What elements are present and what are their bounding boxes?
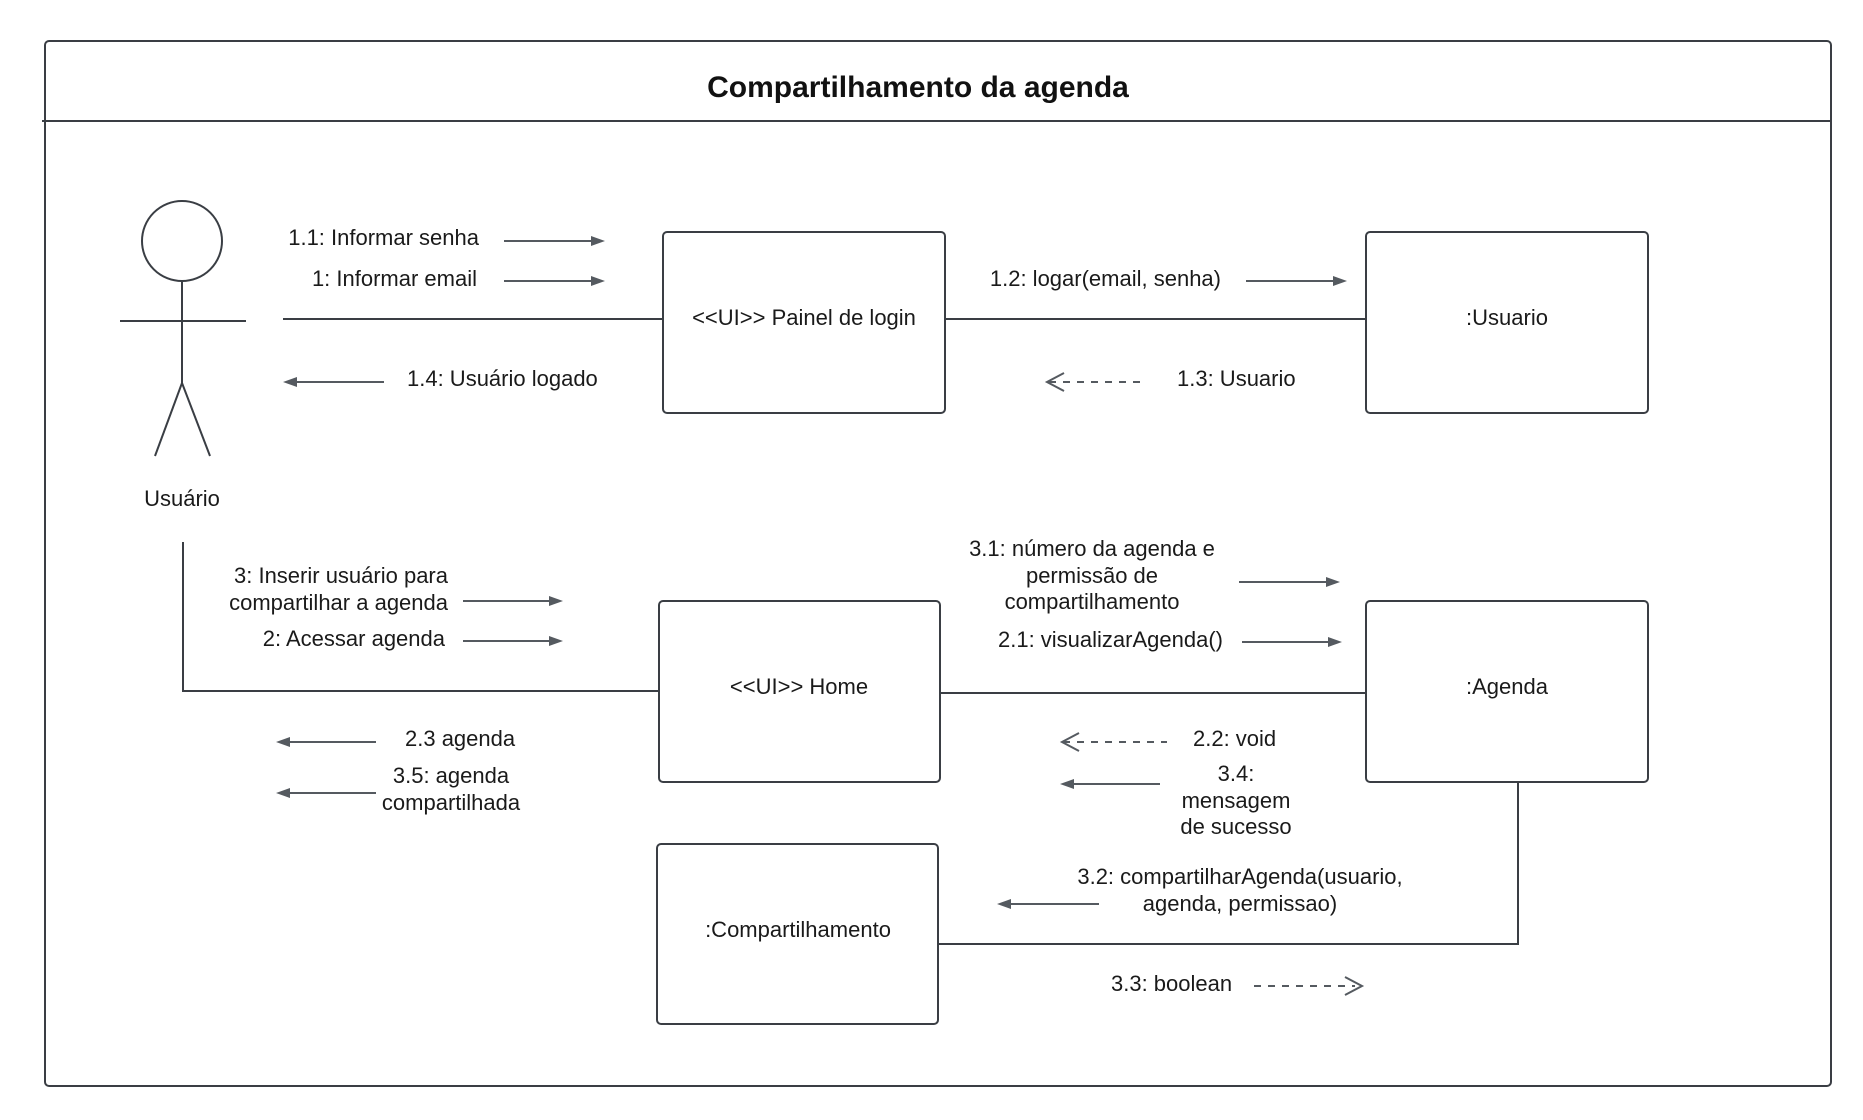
message-3-1-label-line1: 3.1: número da agenda e xyxy=(969,536,1215,561)
message-1-label: 1: Informar email xyxy=(312,266,477,291)
message-3-1-label-line3: compartilhamento xyxy=(1005,589,1180,614)
arrowhead xyxy=(1333,276,1347,286)
message-2-3-label: 2.3 agenda xyxy=(405,726,516,751)
arrowhead xyxy=(276,788,290,798)
actor-label: Usuário xyxy=(144,486,220,511)
object-agenda[interactable]: :Agenda xyxy=(1365,600,1649,783)
message-3-5-label-line2: compartilhada xyxy=(382,790,521,815)
actor-right-leg xyxy=(181,382,211,457)
arrowhead xyxy=(276,737,290,747)
actor-left-leg xyxy=(154,382,183,457)
object-label: :Agenda xyxy=(1466,674,1549,699)
link-actor-home xyxy=(182,542,659,692)
diagram-title: Compartilhamento da agenda xyxy=(707,71,1129,104)
object-box xyxy=(662,231,946,414)
object-label: <<UI>> Home xyxy=(730,674,868,699)
object-painel-login[interactable]: <<UI>> Painel de login xyxy=(662,231,946,414)
message-1-1-label: 1.1: Informar senha xyxy=(288,225,480,250)
arrowhead xyxy=(591,276,605,286)
arrowhead xyxy=(549,596,563,606)
object-box xyxy=(1365,231,1649,414)
message-3-5-label-line1: 3.5: agenda xyxy=(393,763,510,788)
object-box xyxy=(1365,600,1649,783)
object-usuario[interactable]: :Usuario xyxy=(1365,231,1649,414)
object-box xyxy=(658,600,941,783)
message-1-3-label: 1.3: Usuario xyxy=(1177,366,1296,391)
arrowhead xyxy=(283,377,297,387)
message-3-3-label: 3.3: boolean xyxy=(1111,971,1232,996)
arrowhead xyxy=(1060,779,1074,789)
open-arrowhead xyxy=(1344,976,1365,996)
arrowhead xyxy=(549,636,563,646)
actor-usuario[interactable]: Usuário xyxy=(120,200,246,511)
message-3-1-label-line2: permissão de xyxy=(1026,563,1158,588)
message-3-label-line1: 3: Inserir usuário para xyxy=(234,563,449,588)
arrowhead xyxy=(997,899,1011,909)
open-arrowhead xyxy=(1044,372,1065,392)
message-1-2-label: 1.2: logar(email, senha) xyxy=(990,266,1221,291)
message-3-4-label-line2: mensagem xyxy=(1182,788,1291,813)
message-2-label: 2: Acessar agenda xyxy=(263,626,446,651)
arrowhead xyxy=(1326,577,1340,587)
object-compartilhamento[interactable]: :Compartilhamento xyxy=(656,843,939,1025)
message-1-4-label: 1.4: Usuário logado xyxy=(407,366,598,391)
message-3-2-label-line2: agenda, permissao) xyxy=(1143,891,1337,916)
message-3-label-line2: compartilhar a agenda xyxy=(229,590,449,615)
message-2-1-label: 2.1: visualizarAgenda() xyxy=(998,627,1223,652)
message-3-4-label-line3: de sucesso xyxy=(1180,814,1291,839)
object-box xyxy=(656,843,939,1025)
message-3-2-label-line1: 3.2: compartilharAgenda(usuario, xyxy=(1077,864,1402,889)
message-3-4-label-line1: 3.4: xyxy=(1218,761,1255,786)
object-label: <<UI>> Painel de login xyxy=(692,305,916,330)
object-label: :Compartilhamento xyxy=(705,917,891,942)
arrowhead xyxy=(1328,637,1342,647)
message-2-2-label: 2.2: void xyxy=(1193,726,1276,751)
object-home[interactable]: <<UI>> Home xyxy=(658,600,941,783)
arrowhead xyxy=(591,236,605,246)
link-agenda-compartilhamento xyxy=(938,781,1519,945)
object-label: :Usuario xyxy=(1466,305,1548,330)
open-arrowhead xyxy=(1059,732,1080,752)
